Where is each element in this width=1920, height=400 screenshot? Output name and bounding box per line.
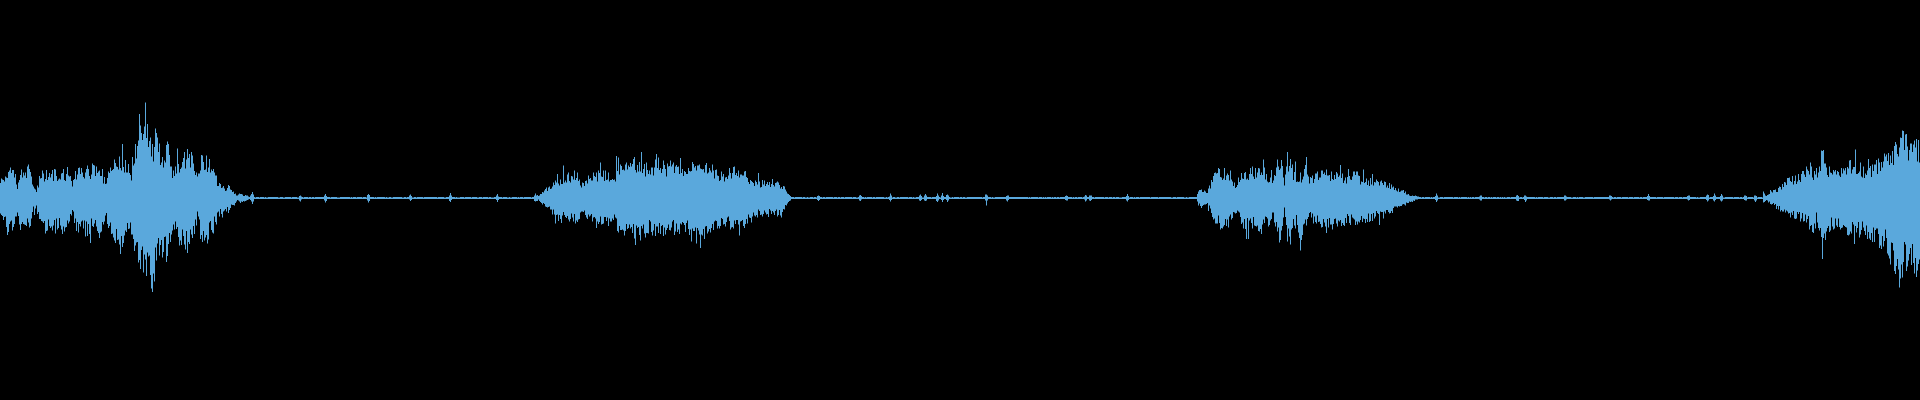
waveform-path bbox=[0, 102, 1920, 292]
